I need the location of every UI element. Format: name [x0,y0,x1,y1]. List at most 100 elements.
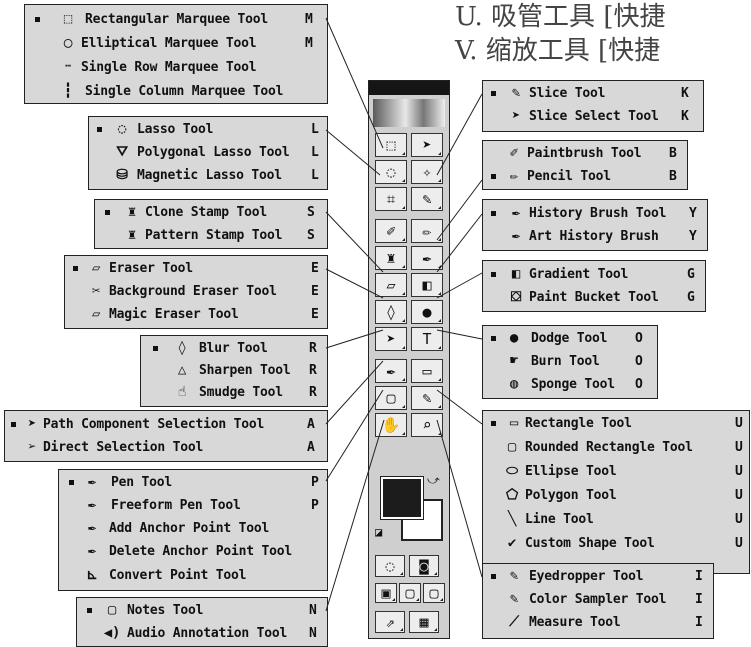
menu-item-add-anchor-point[interactable]: ✒ Add Anchor Point Tool [59,518,325,540]
menu-item-eraser[interactable]: ▱ Eraser Tool E [65,258,325,280]
menu-item-elliptical-marquee[interactable]: ◯ Elliptical Marquee Tool M [25,33,325,55]
swap-colors-icon[interactable]: ⤻ [427,473,440,487]
menu-item-custom-shape[interactable]: ✔ Custom Shape Tool U [483,533,747,555]
menu-item-direct-selection[interactable]: ➢ Direct Selection Tool A [5,437,325,459]
gradient-tool-button[interactable]: ◧ [411,273,443,297]
menu-item-paintbrush[interactable]: ✐ Paintbrush Tool B [483,143,685,165]
menu-item-ellipse[interactable]: ⬭ Ellipse Tool U [483,461,747,483]
full-screen-button[interactable]: ▢ [423,583,445,603]
slice-select-icon: ➤ [511,108,521,124]
photoshop-logo[interactable] [373,99,445,127]
marquee-tool-button[interactable]: ⬚ [375,133,407,157]
tool-shortcut: K [681,109,689,124]
pen-tool-button[interactable]: ✒ [375,359,407,383]
menu-item-gradient[interactable]: ◧ Gradient Tool G [483,264,703,286]
dodge-tool-button[interactable]: ● [411,300,443,324]
notes-icon: ▢ [107,602,117,618]
eraser-tool-button[interactable]: ▱ [375,273,407,297]
menu-item-pattern-stamp[interactable]: ♜ Pattern Stamp Tool S [95,225,325,247]
tool-label: Gradient Tool [529,267,629,282]
path-selection-tool-group: ➤ Path Component Selection Tool A ➢ Dire… [4,410,328,462]
jump-to-imageready-icon: ⇗ [385,613,395,631]
menu-item-sharpen[interactable]: △ Sharpen Tool R [141,360,325,382]
menu-item-background-eraser[interactable]: ✂ Background Eraser Tool E [65,281,325,303]
toolbox-title-bar[interactable] [369,81,449,95]
tool-label: Delete Anchor Point Tool [109,544,293,559]
menu-item-blur[interactable]: ◊ Blur Tool R [141,338,325,360]
stamp-tool-icon: ♜ [386,249,396,267]
menu-item-color-sampler[interactable]: ✎ Color Sampler Tool I [483,589,711,611]
shape-tool-icon: ▭ [422,362,432,380]
tool-label: Polygonal Lasso Tool [137,145,290,160]
zoom-tool-button[interactable]: ⌕ [411,413,443,437]
full-screen-menu-button[interactable]: ▢ [399,583,421,603]
jump-to-imageready-button[interactable]: ⇗ [375,611,405,633]
menu-item-slice[interactable]: ✎ Slice Tool K [483,83,701,105]
menu-item-sponge[interactable]: ◍ Sponge Tool O [483,374,655,396]
menu-item-lasso[interactable]: ◌ Lasso Tool L [89,119,325,141]
menu-item-polygon[interactable]: ⬠ Polygon Tool U [483,485,747,507]
foreground-color-swatch[interactable] [380,476,424,520]
tool-shortcut: O [635,377,643,392]
eraser-icon: ▱ [91,260,101,276]
slice-tool-icon: ✎ [422,190,432,208]
menu-item-delete-anchor-point[interactable]: ✒ Delete Anchor Point Tool [59,541,325,563]
slice-tool-button[interactable]: ✎ [411,187,443,211]
toolbox: ⬚➤◌✧⌗✎✐✏♜✒▱◧◊●➤T✒▭▢✎✋⌕◌◙▣▢▢⇗▦ ⤻ ◪ [368,80,450,639]
type-tool-button[interactable]: T [411,327,443,351]
active-bullet [97,127,102,132]
move-tool-button[interactable]: ➤ [411,133,443,157]
menu-item-dodge[interactable]: ● Dodge Tool O [483,328,655,350]
menu-item-burn[interactable]: ☛ Burn Tool O [483,351,655,373]
default-colors-icon[interactable]: ◪ [375,525,383,539]
menu-item-freeform-pen[interactable]: ✒ Freeform Pen Tool P [59,495,325,517]
standard-screen-button[interactable]: ▣ [375,583,397,603]
active-bullet [105,210,110,215]
menu-item-notes[interactable]: ▢ Notes Tool N [77,600,325,622]
menu-item-history-brush[interactable]: ✒ History Brush Tool Y [483,203,705,225]
tool-shortcut: E [311,284,319,299]
eyedropper-tool-button[interactable]: ✎ [411,386,443,410]
history-brush-tool-button[interactable]: ✒ [411,246,443,270]
standard-mode-button[interactable]: ◌ [375,555,405,577]
menu-item-magnetic-lasso[interactable]: ⛁ Magnetic Lasso Tool L [89,165,325,187]
menu-item-measure[interactable]: ⟋ Measure Tool I [483,612,711,634]
magic-wand-button[interactable]: ✧ [411,160,443,184]
menu-item-line[interactable]: ╲ Line Tool U [483,509,747,531]
menu-item-single-row-marquee[interactable]: ┅ Single Row Marquee Tool [25,57,325,79]
blur-tool-button[interactable]: ◊ [375,300,407,324]
menu-item-art-history-brush[interactable]: ✒ Art History Brush Y [483,226,705,248]
shape-tool-button[interactable]: ▭ [411,359,443,383]
menu-item-pencil[interactable]: ✏ Pencil Tool B [483,166,685,188]
paintbrush-icon: ✐ [509,145,519,161]
lasso-tool-button[interactable]: ◌ [375,160,407,184]
menu-item-pen[interactable]: ✒ Pen Tool P [59,472,325,494]
header-line-v: V. 缩放工具 [快捷 [455,36,661,66]
healing-brush-button[interactable]: ✐ [375,219,407,243]
menu-item-path-component-selection[interactable]: ➤ Path Component Selection Tool A [5,414,325,436]
menu-item-rounded-rectangle[interactable]: ▢ Rounded Rectangle Tool U [483,437,747,459]
menu-item-magic-eraser[interactable]: ▱ Magic Eraser Tool E [65,304,325,326]
crop-tool-button[interactable]: ⌗ [375,187,407,211]
quick-mask-button[interactable]: ◙ [409,555,439,577]
menu-item-clone-stamp[interactable]: ♜ Clone Stamp Tool S [95,202,325,224]
tool-shortcut: Y [689,206,697,221]
brush-tool-button[interactable]: ✏ [411,219,443,243]
menu-item-slice-select[interactable]: ➤ Slice Select Tool K [483,106,701,128]
tool-label: Custom Shape Tool [525,536,655,551]
menu-item-paint-bucket[interactable]: ⛋ Paint Bucket Tool G [483,287,703,309]
menu-item-convert-point[interactable]: ⊾ Convert Point Tool [59,565,325,587]
imageready-button[interactable]: ▦ [409,611,439,633]
add-anchor-icon: ✒ [87,520,97,536]
menu-item-polygonal-lasso[interactable]: ⛛ Polygonal Lasso Tool L [89,142,325,164]
tool-shortcut: P [311,498,319,513]
menu-item-eyedropper[interactable]: ✎ Eyedropper Tool I [483,566,711,588]
stamp-tool-button[interactable]: ♜ [375,246,407,270]
notes-tool-button[interactable]: ▢ [375,386,407,410]
menu-item-single-column-marquee[interactable]: ┇ Single Column Marquee Tool [25,81,325,103]
menu-item-audio-annotation[interactable]: ◀) Audio Annotation Tool N [77,623,325,645]
menu-item-rectangle[interactable]: ▭ Rectangle Tool U [483,413,747,435]
audio-annotation-icon: ◀) [103,625,121,641]
menu-item-smudge[interactable]: ☝ Smudge Tool R [141,382,325,404]
menu-item-rectangular-marquee[interactable]: ⬚ Rectangular Marquee Tool M [25,9,325,31]
